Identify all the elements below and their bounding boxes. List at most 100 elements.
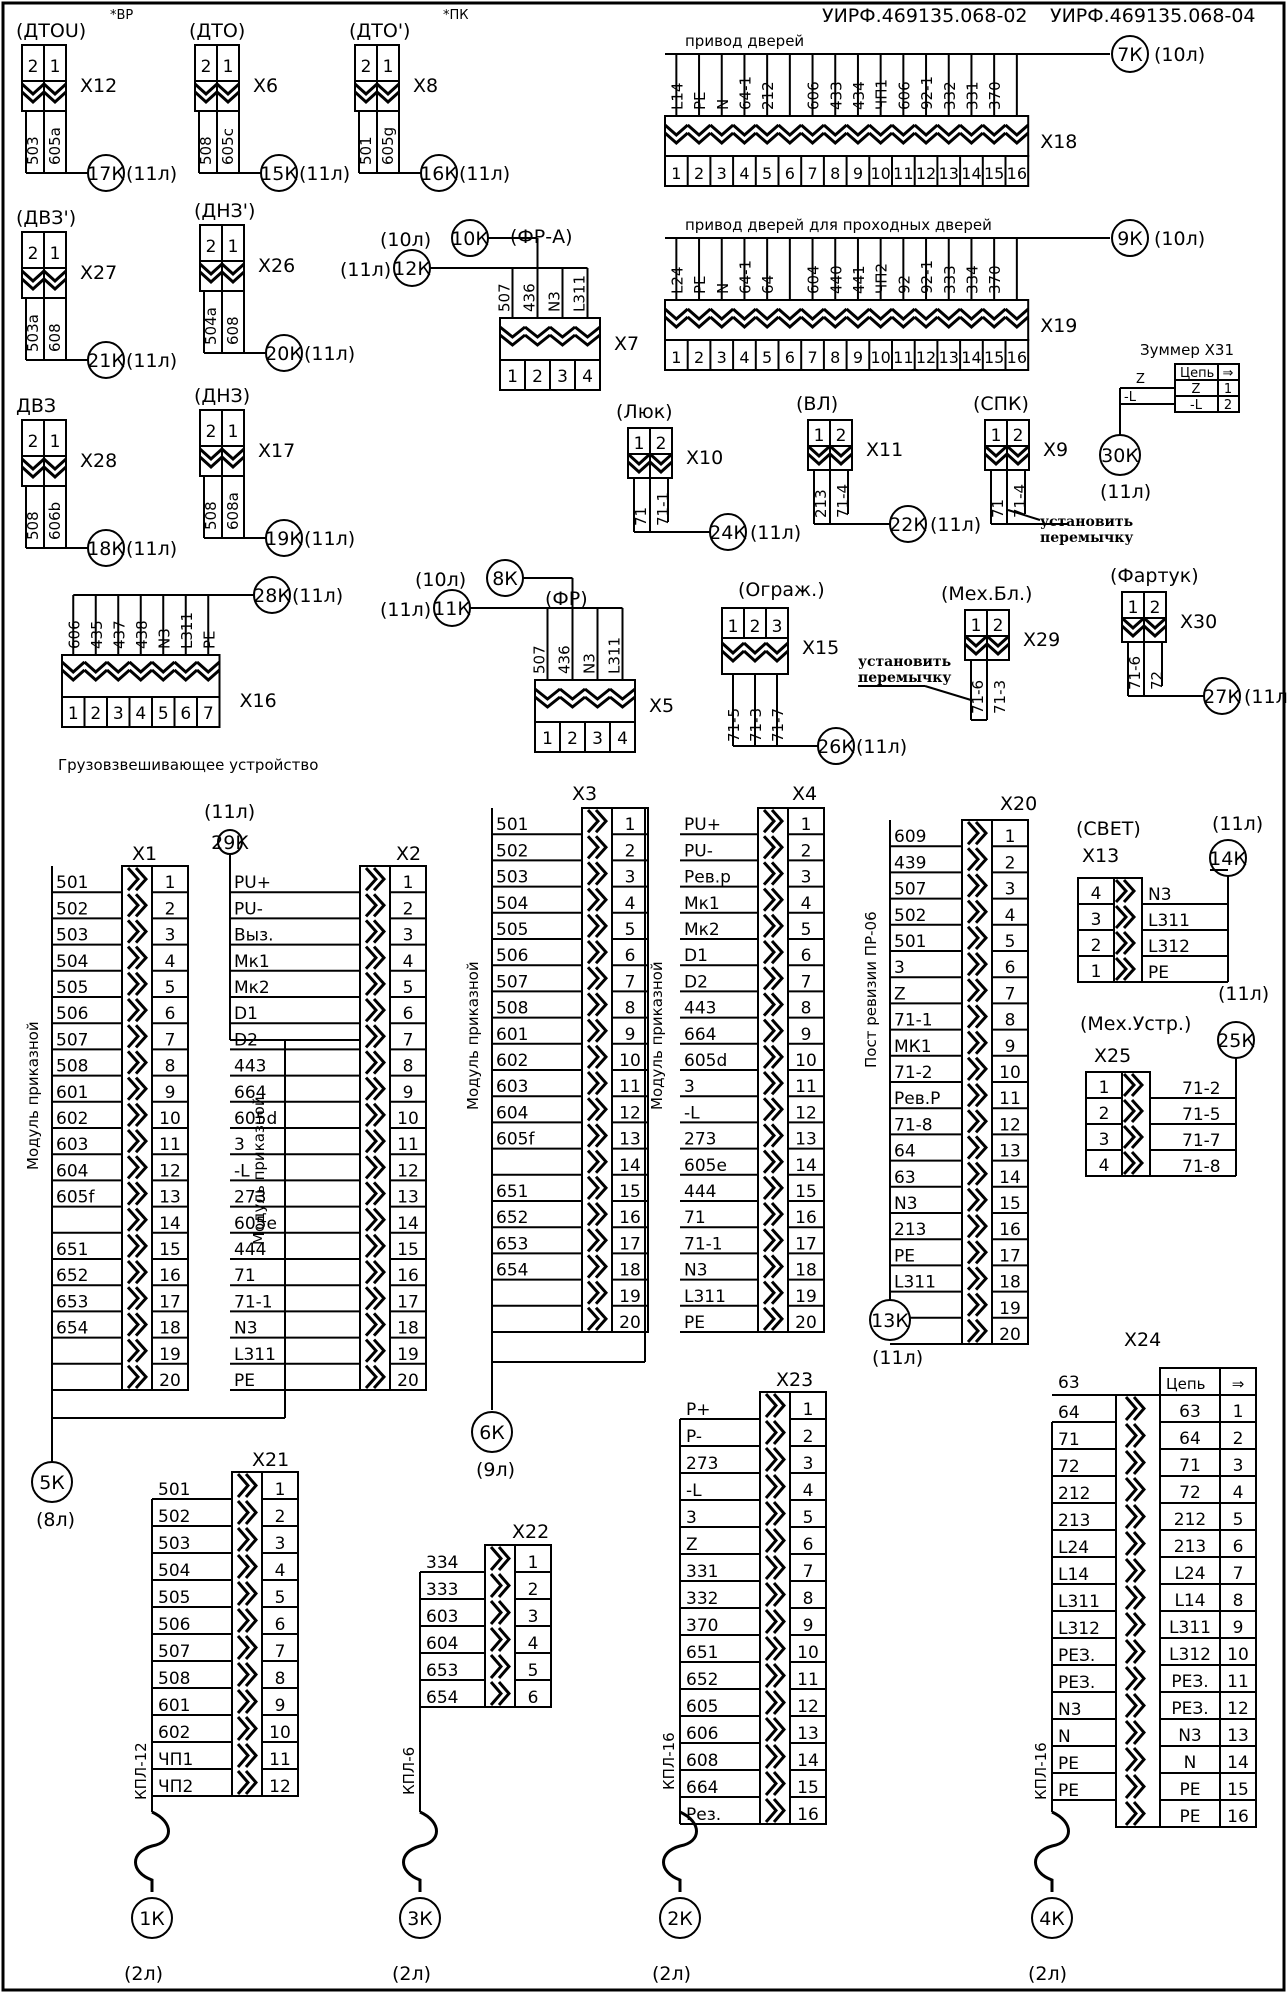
contact-chevron bbox=[126, 1076, 149, 1101]
pin-number: 9 bbox=[403, 1083, 414, 1103]
wire-label: 605f bbox=[56, 1188, 95, 1208]
wire-label: 443 bbox=[684, 999, 716, 1019]
pin-number: 2 bbox=[803, 1427, 814, 1447]
wire-label: 71 bbox=[234, 1266, 256, 1286]
pin-number: 1 bbox=[223, 57, 234, 77]
wire-label: 71-8 bbox=[1182, 1157, 1221, 1177]
contact-chevron bbox=[1114, 930, 1137, 956]
contact-chevron bbox=[126, 1024, 149, 1049]
pin-number: 8 bbox=[1233, 1591, 1244, 1611]
contact-chevron bbox=[126, 866, 149, 892]
pin-number: 7 bbox=[803, 1562, 814, 1582]
pin-number: 16 bbox=[397, 1266, 419, 1286]
contact-chevron bbox=[126, 1286, 149, 1311]
pin-number: 11 bbox=[397, 1135, 419, 1155]
contact-chevron bbox=[220, 262, 246, 285]
contact-chevron bbox=[966, 899, 989, 924]
connector-id: X19 bbox=[1040, 315, 1077, 337]
pin-number: 8 bbox=[275, 1669, 286, 1689]
wire-label: 71-7 bbox=[769, 708, 787, 742]
pin-number: 7 bbox=[275, 1642, 286, 1662]
wire-label: 71 bbox=[632, 507, 650, 526]
contact-chevron bbox=[1124, 1774, 1146, 1799]
sheet-ref-circle bbox=[1099, 434, 1141, 476]
pin-number: 7 bbox=[807, 348, 817, 367]
contact-chevron bbox=[586, 1228, 609, 1253]
wire-label: -L bbox=[684, 1103, 700, 1123]
pin-number: 13 bbox=[999, 1142, 1021, 1162]
contact-chevron bbox=[198, 447, 224, 470]
ref-circle-label: 24К bbox=[709, 522, 747, 544]
connector-id: X17 bbox=[258, 440, 295, 462]
contact-chevron bbox=[762, 1280, 785, 1305]
wire-label: 332 bbox=[686, 1589, 718, 1609]
contact-chevron bbox=[764, 1717, 786, 1742]
wire-label: 92-1 bbox=[918, 76, 936, 110]
wire-label: PU- bbox=[684, 841, 713, 861]
contact-chevron bbox=[800, 307, 825, 329]
sheet-ref-circle bbox=[1203, 677, 1241, 715]
contact-chevron bbox=[193, 82, 219, 105]
wire-label: Рев.Р bbox=[894, 1089, 940, 1109]
pin-number: 17 bbox=[619, 1234, 641, 1254]
wire-line bbox=[1007, 509, 1041, 521]
connector-title: привод дверей для проходных дверей bbox=[685, 216, 992, 234]
ref-circle-label: 6К bbox=[479, 1422, 505, 1444]
pin-number: 2 bbox=[694, 348, 704, 367]
pin-number: 11 bbox=[893, 164, 913, 183]
contact-chevron bbox=[586, 1123, 609, 1148]
wire-label: 605g bbox=[379, 127, 397, 165]
contact-chevron bbox=[586, 1201, 609, 1227]
connector-note: *ПК bbox=[443, 8, 469, 23]
contact-chevron bbox=[364, 1050, 387, 1075]
contact-chevron bbox=[966, 1292, 989, 1317]
wire-label: 608 bbox=[46, 323, 64, 352]
pin-number: 1 bbox=[814, 426, 825, 446]
pin-number: 4 bbox=[617, 729, 628, 749]
contact-chevron bbox=[686, 307, 712, 329]
wire-label: 503 bbox=[56, 926, 88, 946]
contact-chevron bbox=[364, 1286, 387, 1311]
sheet-ref: (11л) bbox=[340, 259, 391, 281]
pin-number: 20 bbox=[397, 1371, 419, 1391]
wire-label: L14 bbox=[668, 83, 686, 110]
contact-chevron bbox=[126, 1338, 149, 1363]
sheet-ref-circle bbox=[265, 334, 303, 372]
connector-title: (Ограж.) bbox=[738, 579, 825, 601]
contact-chevron bbox=[626, 452, 652, 475]
pin-number: 12 bbox=[797, 1697, 819, 1717]
pin-number: 1 bbox=[803, 1400, 814, 1420]
wire-label: 71-1 bbox=[684, 1234, 723, 1254]
pin-number: 9 bbox=[1233, 1618, 1244, 1638]
sheet-ref: (11л) bbox=[292, 585, 343, 607]
connector-title: Зуммер X31 bbox=[1140, 341, 1234, 359]
pin-number: 2 bbox=[28, 244, 39, 264]
pin-number: 3 bbox=[1233, 1456, 1244, 1476]
contact-body bbox=[359, 865, 391, 1391]
contact-chevron bbox=[489, 1654, 511, 1679]
pin-number: 5 bbox=[762, 348, 772, 367]
wire-label: 606b bbox=[46, 502, 64, 540]
wire-label: 506 bbox=[56, 1004, 88, 1024]
pin-number: 13 bbox=[939, 164, 959, 183]
pin-number: 4 bbox=[625, 894, 636, 914]
contact-chevron bbox=[106, 660, 131, 683]
wire-label: 434 bbox=[850, 81, 868, 110]
wire-label: 654 bbox=[496, 1261, 528, 1281]
contact-chevron bbox=[364, 1128, 387, 1154]
ref-circle-label: 19К bbox=[265, 528, 303, 550]
table-cell: -L bbox=[1190, 398, 1203, 413]
pin-number: 19 bbox=[999, 1299, 1021, 1319]
contact-chevron bbox=[364, 997, 387, 1023]
contact-chevron bbox=[754, 307, 780, 329]
pin-number: 1 bbox=[991, 426, 1002, 446]
wire-label: 608 bbox=[224, 316, 242, 345]
contact-chevron bbox=[966, 1161, 989, 1186]
wire-label: 604 bbox=[805, 265, 823, 294]
sheet-ref: (10л) bbox=[1154, 44, 1205, 66]
contact-chevron bbox=[126, 1259, 149, 1285]
pin-number: 1 bbox=[625, 815, 636, 835]
contact-body bbox=[121, 865, 153, 1391]
contact-chevron bbox=[762, 913, 785, 939]
